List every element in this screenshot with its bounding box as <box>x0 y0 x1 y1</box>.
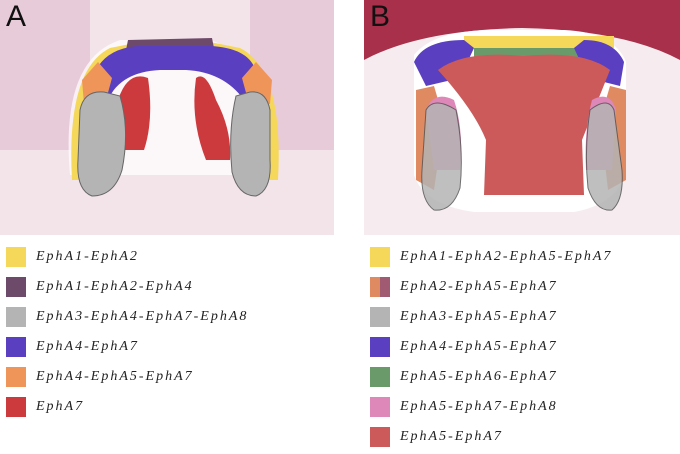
legend-swatch <box>6 277 26 297</box>
tissue-top-band <box>364 0 680 60</box>
epha3-epha4-epha7-epha8-region-left <box>77 91 127 197</box>
legend-label: EphA1-EphA2 <box>36 249 139 264</box>
legend-label: EphA2-EphA5-EphA7 <box>400 279 558 294</box>
legend-swatch <box>370 397 390 417</box>
panel-letter-b: B <box>370 0 391 33</box>
legend-label: EphA5-EphA7 <box>400 429 503 444</box>
legend-label: EphA5-EphA7-EphA8 <box>400 399 558 414</box>
legend-label: EphA3-EphA5-EphA7 <box>400 309 558 324</box>
epha3-epha4-epha7-epha8-region-right <box>230 91 271 197</box>
panel-a-diagram <box>0 0 334 235</box>
legend-label: EphA7 <box>36 399 85 414</box>
legend-swatch <box>370 307 390 327</box>
legend-label: EphA4-EphA5-EphA7 <box>400 339 558 354</box>
epha3-epha5-epha7-region-right <box>585 102 623 211</box>
panel-b-diagram <box>364 0 680 235</box>
legend-swatch <box>370 367 390 387</box>
legend-swatch <box>6 307 26 327</box>
epha7-region-right <box>194 76 231 160</box>
legend-swatch <box>370 427 390 447</box>
legend-label: EphA5-EphA6-EphA7 <box>400 369 558 384</box>
legend-label: EphA3-EphA4-EphA7-EphA8 <box>36 309 249 324</box>
legend-swatch <box>6 247 26 267</box>
epha4-epha7-region <box>96 45 256 100</box>
legend-swatch <box>370 247 390 267</box>
epha3-epha5-epha7-region-left <box>421 102 462 211</box>
legend-swatch <box>6 367 26 387</box>
legend-swatch <box>6 337 26 357</box>
panel-b: B <box>364 0 680 235</box>
legend-label: EphA1-EphA2-EphA4 <box>36 279 194 294</box>
panel-a: A <box>0 0 334 235</box>
legend-label: EphA4-EphA5-EphA7 <box>36 369 194 384</box>
epha5-epha7-region <box>438 54 610 195</box>
legend-label: EphA4-EphA7 <box>36 339 139 354</box>
legend-label: EphA1-EphA2-EphA5-EphA7 <box>400 249 613 264</box>
panel-letter-a: A <box>6 0 27 33</box>
legend-swatch <box>370 277 390 297</box>
legend-swatch <box>6 397 26 417</box>
epha1-epha2-epha5-epha7-region <box>464 36 614 48</box>
legend-swatch <box>370 337 390 357</box>
